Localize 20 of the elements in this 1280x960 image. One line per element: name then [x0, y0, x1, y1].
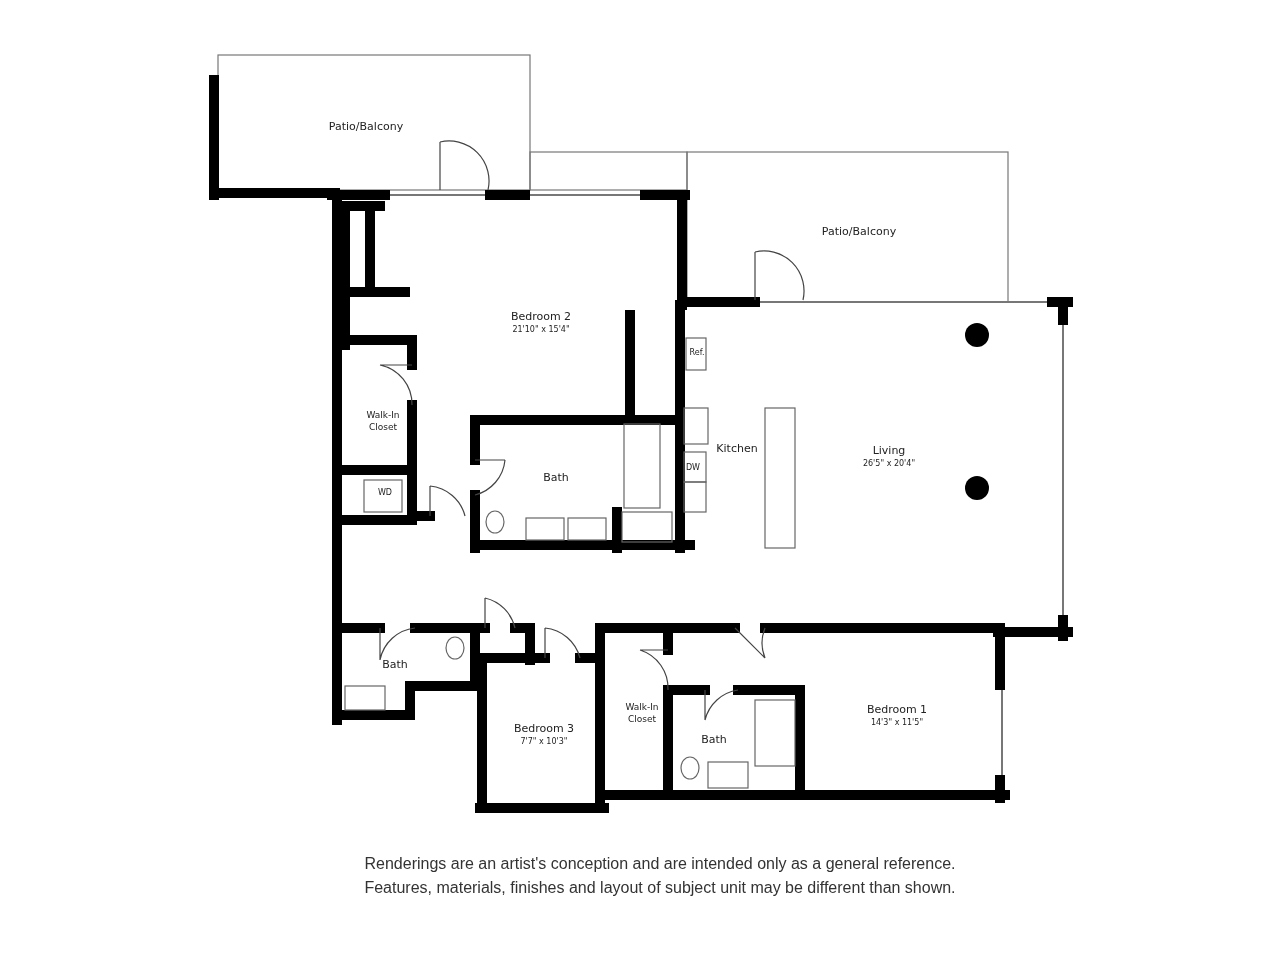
room-name: Kitchen [716, 441, 758, 455]
disclaimer-text: Renderings are an artist's conception and are intended only as a general reference. Features, materials, finishes and layout of subject unit may be different than shown. [363, 854, 957, 898]
room-dimensions: 14'3" x 11'5" [869, 718, 925, 727]
appliance-label: WD [377, 487, 393, 497]
room-name: Bedroom 2 [510, 310, 572, 323]
room-name: Patio/Balcony [328, 119, 404, 133]
room-name: Bath [543, 470, 569, 484]
room-name: Walk-In Closet [624, 701, 660, 725]
room-name: Bath [382, 657, 408, 671]
room-dimensions: 26'5" x 20'4" [862, 459, 916, 468]
room-dimensions: 7'7" x 10'3" [519, 737, 569, 746]
appliance-label: DW [685, 462, 701, 472]
room-name: Bedroom 1 [866, 703, 928, 716]
room-name: Living [871, 444, 907, 457]
room-name: Bedroom 3 [513, 722, 575, 735]
room-dimensions: 21'10" x 15'4" [511, 325, 571, 334]
appliance-label: Ref. [689, 347, 705, 357]
room-name: Bath [701, 732, 727, 746]
room-name: Walk-In Closet [365, 409, 401, 433]
room-name: Patio/Balcony [821, 224, 897, 238]
